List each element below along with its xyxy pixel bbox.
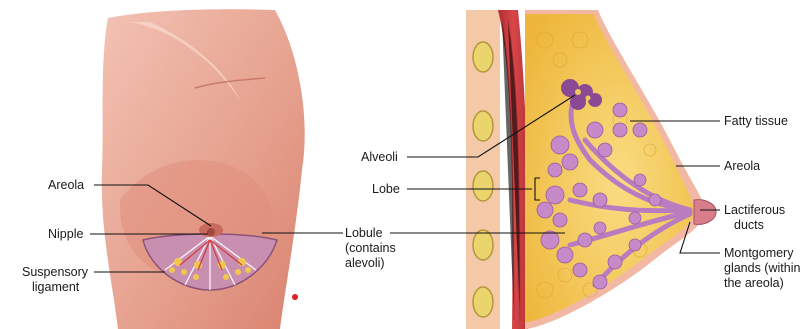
label-lobe: Lobe (372, 182, 400, 196)
nipple-profile (694, 200, 716, 225)
label-montgomery-line2: glands (within (724, 261, 800, 275)
label-suspensory-line1: Suspensory (22, 265, 89, 279)
label-lactiferous-line1: Lactiferous (724, 203, 785, 217)
label-alveoli: Alveoli (361, 150, 398, 164)
label-montgomery-line3: the areola) (724, 276, 784, 290)
right-breast-section (466, 10, 716, 329)
label-areola-left: Areola (48, 178, 84, 192)
nipple-spot (207, 228, 215, 236)
label-lobule-line1: Lobule (345, 226, 383, 240)
label-montgomery-line1: Montgomery (724, 246, 794, 260)
label-lobule-line2: (contains (345, 241, 396, 255)
label-lactiferous-line2: ducts (734, 218, 764, 232)
label-areola-right: Areola (724, 159, 760, 173)
label-nipple: Nipple (48, 227, 83, 241)
accent-dot (292, 294, 298, 300)
label-fatty-tissue: Fatty tissue (724, 114, 788, 128)
left-breast-illustration (102, 9, 305, 329)
label-suspensory-line2: ligament (32, 280, 80, 294)
label-lobule-line3: alevoli) (345, 256, 385, 270)
